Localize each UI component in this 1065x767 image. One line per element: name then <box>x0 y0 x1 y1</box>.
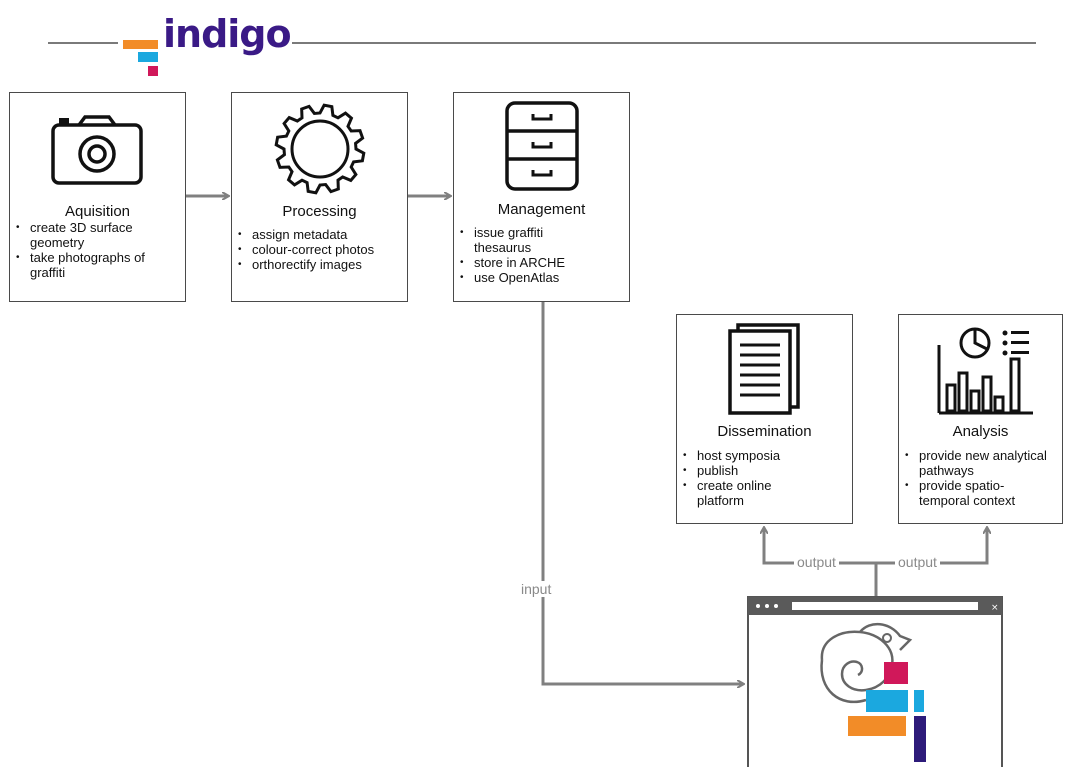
acquisition-list: create 3D surface geometry take photogra… <box>13 220 183 280</box>
filing-cabinet-icon <box>505 101 579 191</box>
analytics-icon <box>937 327 1033 415</box>
analysis-title: Analysis <box>952 423 1009 440</box>
output-label-right: output <box>895 554 940 570</box>
management-title: Management <box>497 201 586 218</box>
list-item: take photographs of graffiti <box>13 250 183 280</box>
camera-icon <box>51 115 143 185</box>
management-list: issue graffiti thesaurus store in ARCHE … <box>457 225 629 285</box>
management-box: Management issue graffiti thesaurus stor… <box>453 92 630 302</box>
analysis-box: Analysis provide new analytical pathways… <box>898 314 1063 524</box>
acquisition-title: Aquisition <box>64 203 131 220</box>
input-label: input <box>518 581 555 597</box>
dissemination-box: Dissemination host symposia publish crea… <box>676 314 853 524</box>
output-label-left: output <box>794 554 839 570</box>
browser-window-icon: × <box>747 596 1003 767</box>
list-item: assign metadata <box>235 227 407 242</box>
list-item: create online platform <box>680 478 800 508</box>
processing-list: assign metadata colour-correct photos or… <box>235 227 407 272</box>
processing-title: Processing <box>282 203 357 220</box>
list-item: host symposia <box>680 448 800 463</box>
list-item: provide spatio-temporal context <box>902 478 1029 508</box>
gear-icon <box>274 103 366 195</box>
chameleon-logo-icon <box>820 623 926 762</box>
list-item: provide new analytical pathways <box>902 448 1062 478</box>
indigo-logo-mark <box>123 40 158 76</box>
input-connector <box>541 302 743 684</box>
documents-icon <box>728 323 800 415</box>
list-item: issue graffiti thesaurus <box>457 225 594 255</box>
list-item: publish <box>680 463 800 478</box>
acquisition-box: Aquisition create 3D surface geometry ta… <box>9 92 186 302</box>
analysis-list: provide new analytical pathways provide … <box>902 448 1062 508</box>
svg-text:×: × <box>991 603 999 613</box>
logo-wordmark: indigo <box>163 12 292 56</box>
list-item: create 3D surface geometry <box>13 220 183 250</box>
list-item: use OpenAtlas <box>457 270 629 285</box>
dissemination-title: Dissemination <box>717 423 812 440</box>
list-item: colour-correct photos <box>235 242 407 257</box>
list-item: orthorectify images <box>235 257 407 272</box>
processing-box: Processing assign metadata colour-correc… <box>231 92 408 302</box>
dissemination-list: host symposia publish create online plat… <box>680 448 800 508</box>
list-item: store in ARCHE <box>457 255 629 270</box>
